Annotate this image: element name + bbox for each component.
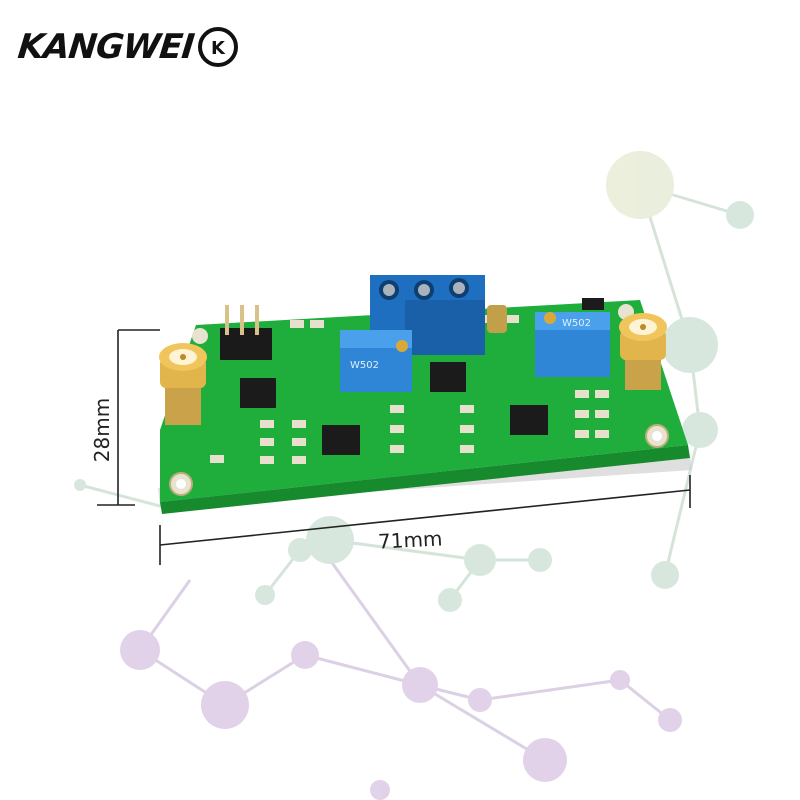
dimension-lines (97, 329, 691, 565)
sma-connector-right (619, 313, 667, 390)
terminal-block (370, 275, 485, 355)
smd-components (210, 315, 609, 464)
ic-u2 (240, 378, 276, 408)
potentiometer-left: W502 (340, 330, 412, 392)
height-dimension-label: 28mm (90, 397, 115, 463)
pcb-board: W502 W502 (158, 275, 692, 514)
ic-u3 (322, 425, 360, 455)
svg-text:K: K (211, 38, 226, 59)
brand-k-icon: K (198, 27, 239, 67)
ic-right (510, 405, 548, 435)
sma-connector-left (159, 343, 207, 425)
svg-text:W502: W502 (350, 360, 379, 371)
ic-u1 (430, 362, 466, 392)
brand-logo: KANGWEI K (16, 22, 239, 72)
svg-text:W502: W502 (562, 318, 591, 329)
potentiometer-right: W502 (535, 312, 610, 377)
pin-header (220, 305, 272, 360)
width-dimension-label: 71mm (377, 526, 444, 554)
